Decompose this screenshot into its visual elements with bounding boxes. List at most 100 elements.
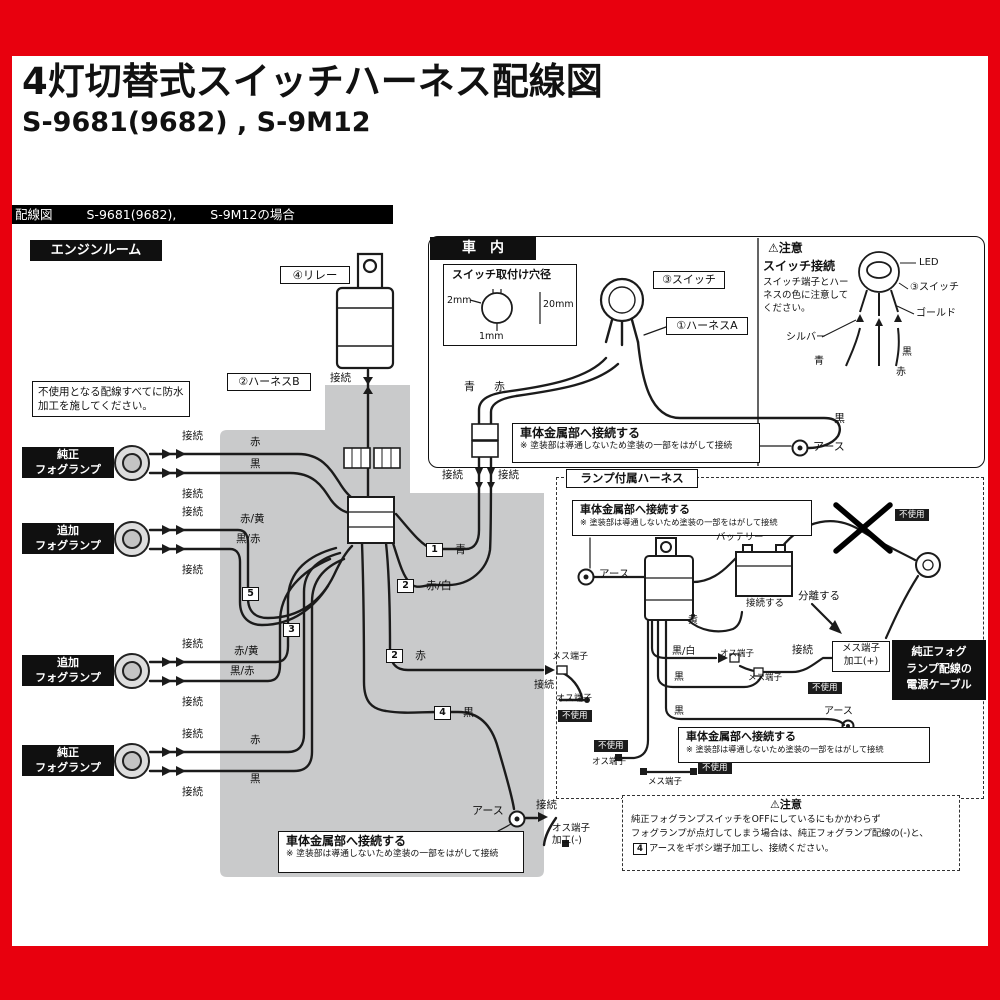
hole-diagram bbox=[469, 289, 541, 331]
relay-label: ④リレー bbox=[280, 266, 350, 284]
fog-connector-symbols bbox=[162, 449, 186, 776]
led-label: LED bbox=[919, 257, 939, 268]
lamp-earth-label: アース bbox=[599, 568, 630, 580]
titlebar-case: S-9M12の場合 bbox=[210, 207, 295, 222]
page-model: S-9681(9682) , S-9M12 bbox=[22, 107, 371, 138]
caution-switch-title-text: 注意 bbox=[778, 241, 803, 255]
gold-label: ゴールド bbox=[916, 308, 956, 319]
wire-tag-4-color: 黒 bbox=[463, 706, 474, 719]
lamp-harness-symbols bbox=[615, 620, 842, 775]
hole-title: スイッチ取付け穴径 bbox=[452, 268, 551, 281]
wire-color-label: 黒/赤 bbox=[236, 533, 261, 545]
female-plus-box: メス端子 加工(+) bbox=[832, 641, 890, 672]
relay-connect-arrows bbox=[363, 377, 373, 394]
ground-note: ※ 塗装部は導通しないため塗装の一部をはがして接続 bbox=[580, 516, 778, 527]
wire-tag-2: 2 bbox=[397, 579, 414, 593]
wire-tag-2b: 2 bbox=[386, 649, 403, 663]
ground-title: 車体金属部へ接続する bbox=[520, 426, 641, 440]
warning-icon: ⚠ bbox=[768, 241, 779, 255]
titlebar-label: 配線図 bbox=[15, 207, 53, 222]
wire-color-label: 黒 bbox=[250, 458, 261, 470]
female-terminal-label: メス端子 bbox=[552, 652, 589, 662]
wire-tag-2-color: 赤/白 bbox=[426, 579, 452, 592]
fog-lamp-label-add-2: 追加フォグランプ bbox=[22, 655, 114, 686]
connect-label: 接続 bbox=[182, 696, 203, 708]
hole-2mm: 2mm bbox=[447, 295, 472, 306]
page-title: 4灯切替式スイッチハーネス配線図 bbox=[22, 60, 603, 103]
switch-icon bbox=[599, 277, 645, 323]
fog-label-line2: フォグランプ bbox=[35, 463, 101, 476]
wire-tag-3: 3 bbox=[283, 623, 300, 637]
wire-lines bbox=[148, 318, 841, 847]
connect-label: 接続 bbox=[182, 786, 203, 798]
wire-tag-1: 1 bbox=[426, 543, 443, 557]
blue-wire-label: 青 bbox=[814, 356, 824, 367]
connect-label: 接続 bbox=[182, 728, 203, 740]
wire-tag-5: 5 bbox=[242, 587, 259, 601]
warning-icon: ⚠ bbox=[770, 798, 780, 811]
caution-fog-line3-text: アースをギボシ端子加工し、接続ください。 bbox=[649, 843, 834, 854]
ground-note: ※ 塗装部は導通しないため塗装の一部をはがして接続 bbox=[686, 743, 884, 754]
unused-badge: 不使用 bbox=[594, 740, 628, 753]
caution-switch-icon bbox=[821, 251, 916, 367]
connect-label: 接続 bbox=[182, 430, 203, 442]
black-wire-label3: 黒 bbox=[674, 706, 684, 717]
fog-label-line2: フォグランプ bbox=[35, 539, 101, 552]
hole-20mm: 20mm bbox=[543, 299, 574, 310]
cabin-red: 赤 bbox=[494, 380, 505, 393]
yellow-wire-label: 黄 bbox=[688, 615, 698, 626]
fog-label-line2: フォグランプ bbox=[35, 671, 101, 684]
power-cable-line3: 電源ケーブル bbox=[906, 678, 972, 691]
ground-title: 車体金属部へ接続する bbox=[286, 834, 407, 848]
ground-title: 車体金属部へ接続する bbox=[580, 503, 690, 516]
diagram-titlebar: 配線図 S-9681(9682), S-9M12の場合 bbox=[12, 205, 393, 224]
separate-label: 分離する bbox=[798, 590, 840, 602]
hole-box bbox=[443, 264, 577, 346]
wire-color-label: 黒 bbox=[250, 773, 261, 785]
hole-1mm: 1mm bbox=[479, 331, 504, 342]
not-used-x-mark bbox=[833, 502, 893, 554]
harness-b-area bbox=[220, 385, 544, 877]
relay-icon bbox=[335, 252, 395, 370]
fog-label-line1: 追加 bbox=[57, 524, 79, 537]
cabin-connector bbox=[471, 423, 499, 458]
connect-do-label: 接続する bbox=[746, 598, 785, 609]
fog-label-line1: 純正 bbox=[57, 448, 79, 461]
male-terminal-label: オス端子 bbox=[720, 649, 755, 659]
connect-label: 接続 bbox=[182, 488, 203, 500]
titlebar-model: S-9681(9682), bbox=[86, 207, 177, 222]
wire-tag-1-color: 青 bbox=[455, 543, 466, 556]
battery-icon bbox=[735, 544, 793, 597]
connect-label: 接続 bbox=[534, 680, 554, 691]
lamp-relay-icon bbox=[644, 537, 694, 621]
red-wire-label: 赤 bbox=[896, 367, 906, 378]
male-terminal-label: オス端子 bbox=[556, 694, 593, 704]
ground-box-lamp-1: 車体金属部へ接続する ※ 塗装部は導通しないため塗装の一部をはがして接続 bbox=[572, 500, 812, 536]
wire-color-label: 黒/赤 bbox=[230, 665, 255, 677]
caution-fog-title: ⚠注意 bbox=[770, 798, 802, 811]
black-wire-label: 黒 bbox=[902, 347, 912, 358]
ground-title: 車体金属部へ接続する bbox=[686, 730, 796, 743]
connect-label: 接続 bbox=[792, 644, 813, 656]
relay-connect-label: 接続 bbox=[330, 372, 351, 384]
fog-lamp-label-add-1: 追加フォグランプ bbox=[22, 523, 114, 554]
harness-a-label: ①ハーネスA bbox=[666, 317, 748, 335]
ground-note: ※ 塗装部は導通しないため塗装の一部をはがして接続 bbox=[286, 849, 499, 859]
connect-label: 接続 bbox=[182, 564, 203, 576]
waterproof-note: 不使用となる配線すべてに防水加工を施してください。 bbox=[32, 381, 190, 418]
black-wire-label2: 黒 bbox=[674, 672, 684, 683]
wire-color-label: 赤 bbox=[250, 436, 261, 448]
lamp-earth-label2: アース bbox=[824, 706, 853, 717]
fog-lamp-icons bbox=[114, 445, 150, 779]
cabin-box bbox=[428, 236, 985, 468]
junction-connectors bbox=[343, 447, 401, 544]
wire-tag-4: 4 bbox=[434, 706, 451, 720]
connect-label: 接続 bbox=[498, 469, 519, 481]
unused-badge: 不使用 bbox=[558, 710, 592, 723]
female-terminal-connector bbox=[545, 665, 590, 703]
cabin-black-wire: 黒 bbox=[834, 412, 845, 425]
male-minus-line2: 加工(-) bbox=[552, 835, 582, 846]
wire-tag-2b-color: 赤 bbox=[415, 649, 426, 662]
ground-box-cabin: 車体金属部へ接続する ※ 塗装部は導通しないため塗装の一部をはがして接続 bbox=[512, 423, 760, 463]
